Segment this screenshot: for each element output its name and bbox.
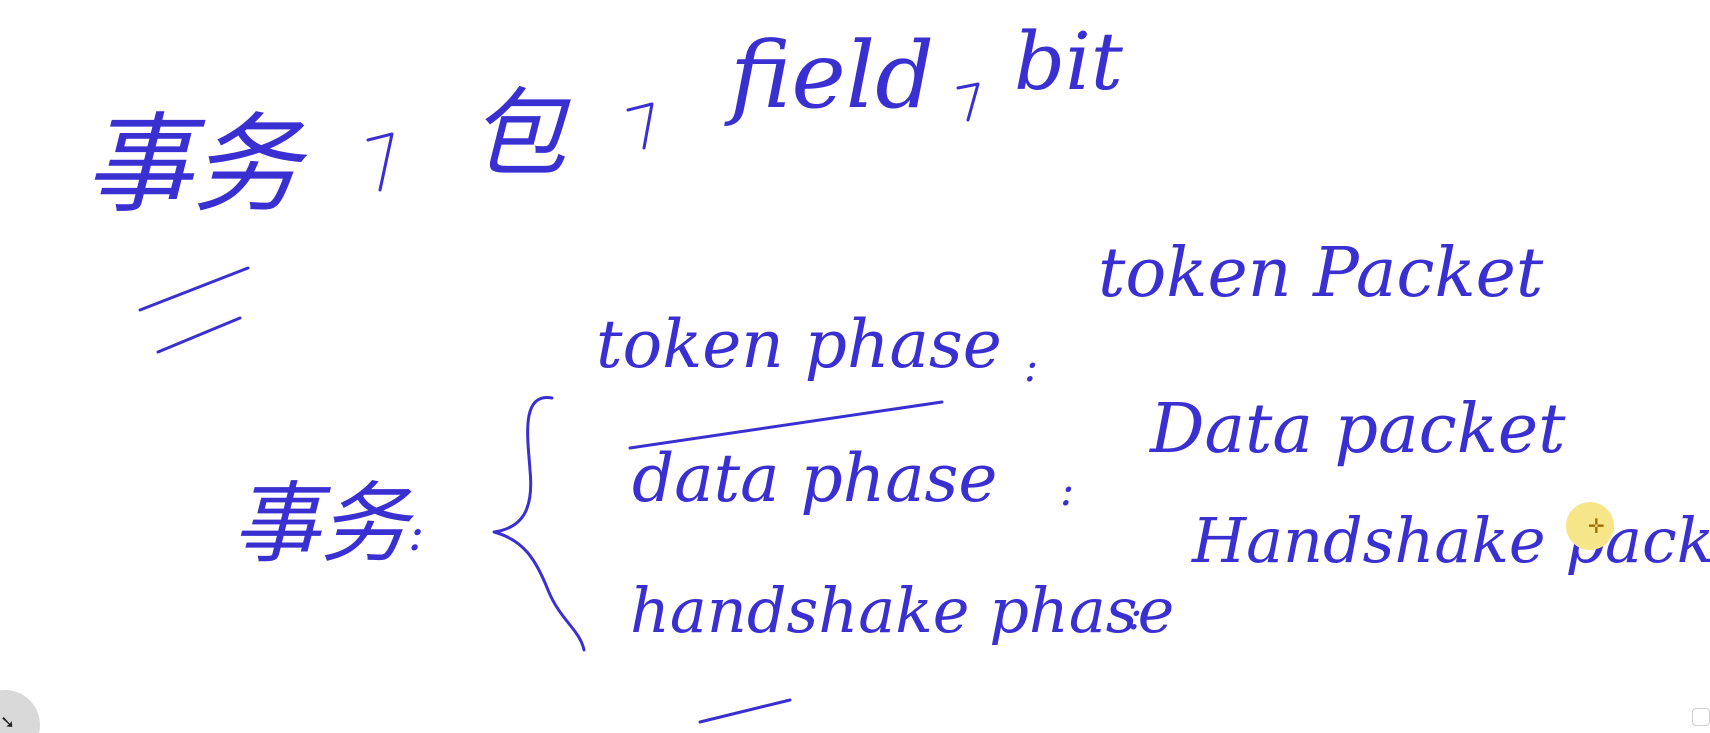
packet-data: Data packet [1150, 390, 1566, 469]
top-word-transaction: 事务 [84, 103, 301, 228]
transaction-colon: : [408, 506, 425, 562]
top-word-field: field [730, 22, 935, 129]
double-underline [138, 266, 250, 354]
packet-token: token Packet [1098, 234, 1544, 313]
phase-handshake: handshake phase [630, 574, 1175, 647]
handshake-underline [698, 698, 792, 724]
phase-handshake-sep: : [1128, 590, 1143, 639]
phase-data: data phase [632, 440, 998, 517]
pen-cursor-highlight [1566, 502, 1614, 550]
arrow-stroke-1 [366, 132, 394, 192]
phase-token: token phase [596, 306, 1002, 383]
token-phase-underline [628, 400, 944, 450]
phase-token-sep: : [1024, 342, 1039, 391]
pen-cursor-icon: ✛ [1588, 514, 1605, 538]
top-word-bit: bit [1014, 15, 1123, 108]
phase-data-sep: : [1060, 466, 1075, 515]
corner-handle-icon[interactable] [1692, 708, 1710, 726]
packet-handshake: Handshake packet [1192, 504, 1710, 577]
arrow-stroke-2 [626, 102, 654, 150]
curly-brace [492, 396, 586, 652]
arrow-stroke-3 [956, 82, 980, 122]
top-word-packet: 包 [470, 78, 566, 190]
transaction-label: 事务 [232, 472, 409, 575]
pointer-arrow-icon: ➘ [0, 712, 16, 733]
